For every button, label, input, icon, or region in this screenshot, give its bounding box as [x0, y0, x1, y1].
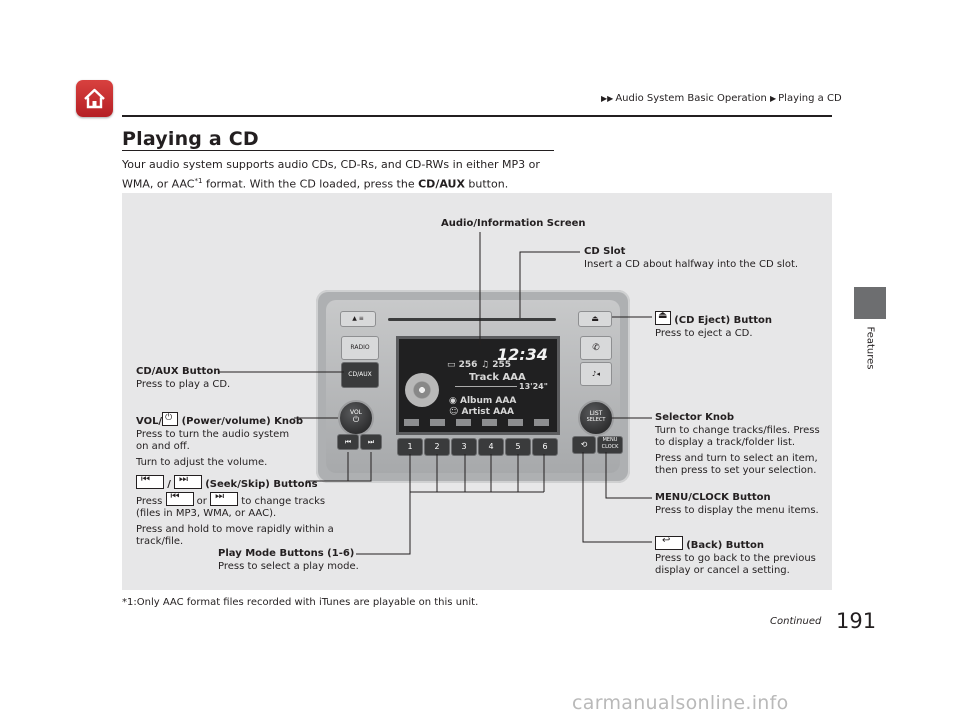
- intro-paragraph: Your audio system supports audio CDs, CD…: [122, 157, 562, 193]
- preset-button-3: 3: [451, 438, 477, 456]
- screen-folder-number: ▭ 256: [447, 360, 478, 370]
- footnote: *1:Only AAC format files recorded with i…: [122, 597, 479, 608]
- page-number: 191: [836, 609, 877, 633]
- screen-softkeys: [404, 419, 554, 426]
- intro-text: button.: [464, 177, 509, 191]
- hazard-button: ▲ ≡: [340, 311, 376, 327]
- page-title: Playing a CD: [122, 128, 259, 150]
- skip-back-icon: ⏮: [165, 491, 194, 506]
- intro-button-name: CD/AUX: [418, 177, 465, 191]
- back-arrow-icon: ↩: [655, 535, 683, 550]
- breadcrumb-arrow-icon: ▶: [770, 94, 777, 103]
- screen-artist: ☺ Artist AAA: [449, 407, 514, 417]
- skip-forward-icon: ⏭: [210, 491, 239, 506]
- intro-text: Your audio system supports audio CDs, CD…: [122, 158, 540, 191]
- power-icon: ⏻: [162, 412, 179, 426]
- breadcrumb-arrow-icon: ▶▶: [601, 94, 614, 103]
- watermark: carmanualsonline.info: [572, 692, 789, 714]
- power-icon: ⏻: [352, 415, 360, 424]
- preset-button-6: 6: [532, 438, 558, 456]
- vol-label: VOL: [349, 409, 363, 416]
- breadcrumb: ▶▶Audio System Basic Operation ▶Playing …: [601, 93, 842, 104]
- seek-forward-button: ⏭: [360, 434, 382, 450]
- cd-aux-button: CD/AUX: [341, 362, 379, 388]
- screen-track-number: ♫ 255: [481, 360, 511, 370]
- breadcrumb-item[interactable]: Playing a CD: [778, 93, 842, 104]
- continued-label: Continued: [770, 616, 822, 627]
- callout-audio-screen: Audio/Information Screen: [441, 218, 586, 229]
- callout-vol-knob: VOL/⏻ (Power/volume) Knob Press to turn …: [136, 412, 304, 468]
- skip-back-icon: ⏮: [136, 474, 164, 489]
- list-label: LIST: [589, 410, 603, 417]
- footnote-ref: *1: [194, 177, 203, 185]
- side-tab[interactable]: [854, 287, 886, 319]
- screen-elapsed: 13'24": [519, 382, 548, 391]
- preset-button-5: 5: [505, 438, 531, 456]
- audio-information-screen: 12:34 ▭ 256 ♫ 255 Track AAA 13'24" ◉ Alb…: [396, 336, 560, 435]
- eject-button: ⏏: [578, 311, 612, 327]
- screen-track-name: Track AAA: [469, 372, 526, 383]
- voice-button: ♪◂: [580, 362, 612, 386]
- phone-button: ✆: [580, 336, 612, 360]
- screen-clock: 12:34: [497, 345, 548, 364]
- intro-text: format. With the CD loaded, press the: [202, 177, 419, 191]
- callout-play-mode: Play Mode Buttons (1-6)Press to select a…: [218, 548, 359, 572]
- screen-album: ◉ Album AAA: [449, 396, 517, 406]
- disc-icon: [405, 373, 439, 407]
- callout-seek: ⏮ / ⏭ (Seek/Skip) Buttons Press ⏮ or ⏭ t…: [136, 474, 334, 547]
- title-rule: [122, 150, 554, 151]
- home-icon[interactable]: [76, 80, 113, 117]
- header-rule: [122, 115, 832, 117]
- back-button: ⟲: [572, 436, 596, 454]
- callout-selector-knob: Selector Knob Turn to change tracks/file…: [655, 412, 820, 476]
- cd-slot: [388, 318, 556, 321]
- eject-icon: ⏏: [655, 310, 671, 325]
- skip-forward-icon: ⏭: [174, 474, 203, 489]
- radio-button: RADIO: [341, 336, 379, 360]
- breadcrumb-item[interactable]: Audio System Basic Operation: [615, 93, 767, 104]
- callout-back: ↩ (Back) Button Press to go back to the …: [655, 535, 816, 576]
- progress-bar: [455, 386, 517, 387]
- select-label: SELECT: [586, 417, 606, 423]
- seek-back-button: ⏮: [337, 434, 359, 450]
